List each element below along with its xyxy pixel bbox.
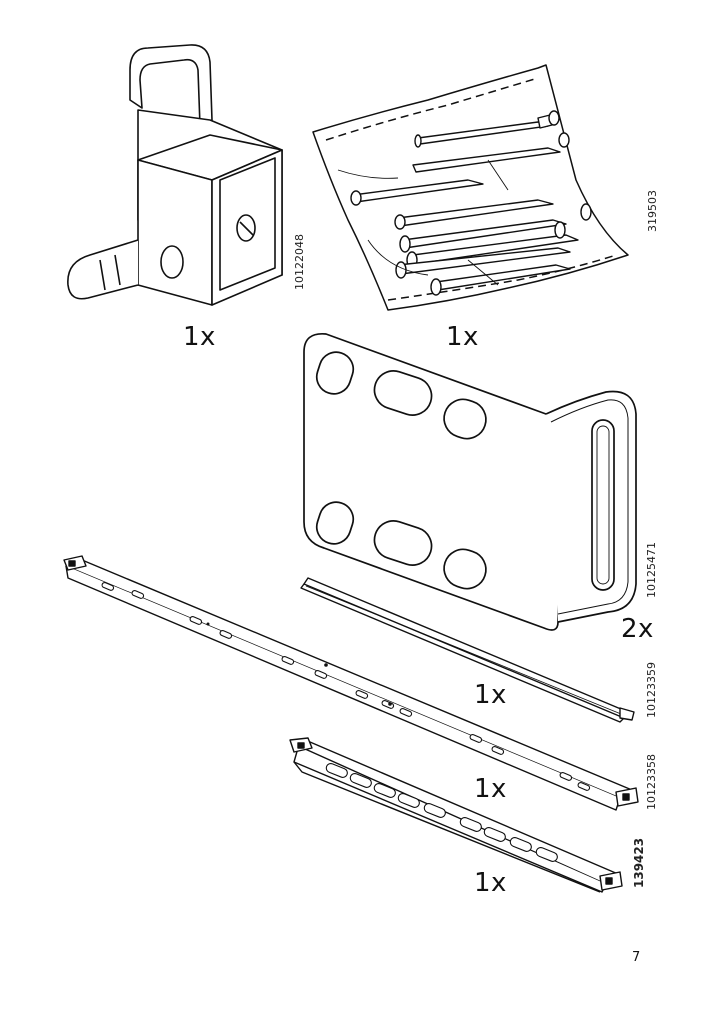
short-rail-icon — [288, 738, 623, 894]
short-rail-code: 139423 — [632, 837, 646, 888]
bracket-quantity: 1x — [183, 322, 216, 352]
long-rail-icon — [60, 552, 640, 812]
thin-rail-icon — [298, 572, 643, 722]
nails-quantity: 1x — [446, 322, 479, 352]
plate-code: 10125471 — [645, 542, 658, 598]
wall-bracket-icon — [60, 40, 300, 315]
plate-quantity: 2x — [621, 614, 654, 644]
thin-rail-quantity: 1x — [474, 680, 507, 710]
angle-plate-icon — [296, 322, 646, 642]
page-number: 7 — [632, 950, 641, 965]
nail-bag-icon — [308, 60, 638, 320]
short-rail-quantity: 1x — [474, 868, 507, 898]
long-rail-quantity: 1x — [474, 774, 507, 804]
long-rail-code: 10123358 — [645, 754, 658, 810]
bracket-code: 10122048 — [293, 234, 306, 290]
nails-code: 319503 — [646, 190, 659, 232]
thin-rail-code: 10123359 — [645, 662, 658, 718]
